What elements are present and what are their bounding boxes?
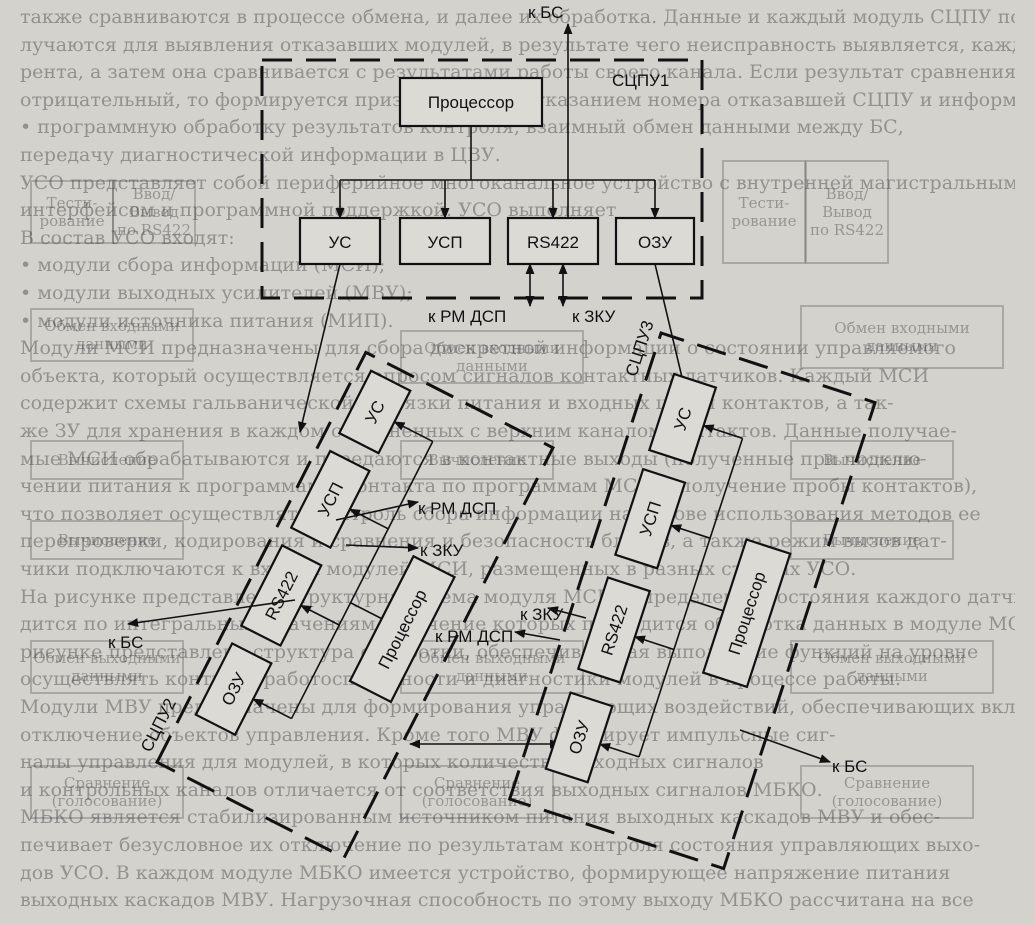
background-text-line: что позволяет осуществлять контроль сбор… [20, 502, 981, 525]
background-text-line: и контрольных каналов отличается от соот… [20, 778, 823, 801]
background-text-line: же ЗУ для хранения в каждом соединенных … [20, 420, 957, 442]
reverse-side-box: Тести- рование [30, 180, 114, 244]
unit-sppu2: СЦПУ2 ОЗУ RS422 УСП УС Процессор [137, 350, 555, 860]
unit-frame [507, 331, 877, 871]
reverse-side-box: Вычисление [30, 520, 184, 560]
link-sppu1-sppu2 [297, 263, 341, 434]
reverse-side-box: Сравнение (голосование) [800, 765, 974, 819]
reverse-side-box: Вычисление [400, 440, 554, 480]
unit-name: СЦПУ3 [622, 318, 658, 378]
reverse-side-box: Обмен входными данными [800, 305, 1004, 369]
unit-sppu1: СЦПУ1 Процессор УС УСП RS422 ОЗУ к БС [260, 3, 704, 326]
label-to-rm-dsp: к РМ ДСП [418, 499, 496, 518]
background-text-line: МБКО является стабилизированным источник… [20, 806, 941, 829]
background-text-line: • модули источника питания (МИП). [20, 309, 394, 332]
module-label: RS422 [527, 233, 579, 252]
label-to-zku: к ЗКУ [572, 307, 616, 326]
reverse-side-box: Сравнение (голосование) [400, 765, 554, 819]
background-text-line: передачу диагностической информации в ЦВ… [20, 144, 501, 166]
background-text-line: рента, а затем она сравнивается с резуль… [20, 61, 1015, 84]
label-to-zku: к ЗКУ [520, 605, 564, 624]
background-text-line: Модули МВУ предназначены для формировани… [20, 696, 1015, 718]
label-to-rm-dsp: к РМ ДСП [428, 307, 506, 326]
label-to-bs: к БС [832, 757, 867, 776]
background-text-line: В состав УСО входят: [20, 226, 235, 249]
background-text-line: • программную обработку результатов конт… [20, 116, 904, 139]
background-text-line: также сравниваются в процессе обмена, и … [20, 6, 1015, 28]
reverse-side-box: Ввод/ Вывод по RS422 [112, 180, 196, 244]
label-to-bs: к БС [528, 3, 563, 22]
background-text-line: печивает безусловное их отключение по ре… [20, 834, 980, 856]
background-text-line: УСО представляет собой периферийное мног… [20, 171, 1015, 194]
background-text-line: мые МСИ обрабатываются и передаются в ко… [20, 447, 927, 470]
reverse-side-box: Вычисление [790, 520, 954, 560]
unit-name: СЦПУ2 [137, 695, 180, 755]
background-text-line: чении питания к программам с контакта по… [20, 475, 978, 498]
background-text-line: выходных каскадов МВУ. Нагрузочная спосо… [20, 889, 974, 912]
processor-box [701, 538, 792, 689]
reverse-side-box: Обмен выходными данными [790, 640, 994, 694]
reverse-side-box: Ввод/ Вывод по RS422 [805, 160, 889, 264]
label-to-zku: к ЗКУ [420, 541, 464, 560]
label-to-bs: к БС [108, 633, 143, 652]
background-text-line: лучаются для выявления отказавших модуле… [20, 33, 1015, 56]
unit-sppu3: СЦПУ3 УС УСП RS422 ОЗУ Процессор [507, 318, 877, 871]
reverse-side-box: Обмен входными данными [30, 308, 194, 362]
background-text-line: объекта, который осуществляется опросом … [20, 364, 930, 387]
module-label: УСП [427, 233, 462, 252]
unit-frame [260, 58, 704, 300]
background-text-line: интерфейсом и программной поддержкой. УС… [20, 199, 617, 222]
reverse-side-box: Тести- рование [722, 160, 806, 264]
label-to-rm-dsp: к РМ ДСП [435, 627, 513, 646]
reverse-side-box: Обмен входными данными [400, 330, 584, 384]
module-label: ОЗУ [638, 233, 672, 252]
processor-label: Процессор [428, 93, 514, 112]
reverse-side-box: Вычисление [790, 440, 954, 480]
processor-box [348, 554, 456, 704]
unit-name: СЦПУ1 [612, 71, 669, 90]
reverse-side-box: Обмен выходными данными [30, 640, 184, 694]
reverse-side-box: Вычисление [30, 440, 184, 480]
background-text-line: перепроверки, кодирования и сравнения и … [20, 530, 947, 553]
module-box [614, 216, 696, 266]
background-text-line: • модули сбора информации (МСИ); [20, 254, 386, 277]
reverse-side-box: Сравнение (голосование) [30, 765, 184, 819]
module-label: УС [328, 233, 351, 252]
unit-frame [155, 350, 555, 860]
